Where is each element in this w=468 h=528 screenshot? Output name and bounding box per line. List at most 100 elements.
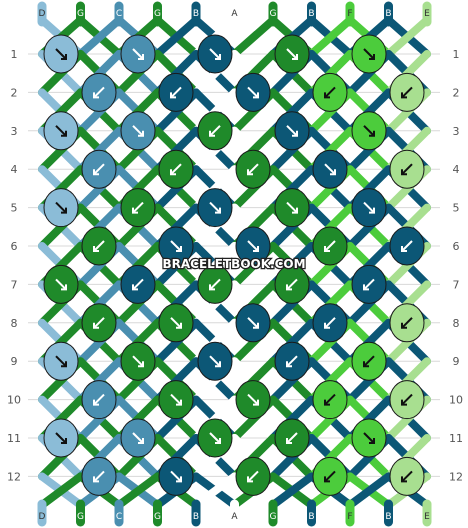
strand-label-top: B <box>385 9 391 19</box>
knot-arrow-head <box>286 361 292 368</box>
row-label: 3 <box>11 125 18 138</box>
knot-arrow-head <box>93 92 99 99</box>
knot-arrow-icon <box>324 163 336 175</box>
knot <box>235 72 271 112</box>
knot-arrow-icon <box>55 48 67 60</box>
row-label: 11 <box>7 432 21 445</box>
knot-arrow-icon <box>286 432 298 444</box>
knot-arrow-icon <box>363 355 375 367</box>
row-label: 1 <box>453 48 460 61</box>
knot <box>43 418 79 458</box>
knot-arrow-head <box>363 361 369 368</box>
row-label: 8 <box>453 317 460 330</box>
knot-arrow-head <box>369 207 375 214</box>
knot-arrow-icon <box>55 278 67 291</box>
row-label: 7 <box>11 278 18 291</box>
strand-segment <box>38 472 85 509</box>
knot <box>235 303 271 343</box>
knot-arrow-icon <box>286 278 298 291</box>
row-label: 4 <box>453 163 460 176</box>
knot-arrow-head <box>93 169 99 176</box>
strand-label-bottom: G <box>77 512 84 522</box>
knot-arrow-icon <box>247 86 259 99</box>
knot <box>197 34 233 74</box>
knot-arrow-head <box>253 322 259 329</box>
knot-arrow-head <box>292 130 298 137</box>
knot-arrow-icon <box>363 48 375 60</box>
knot-arrow-head <box>176 476 182 483</box>
knot <box>274 341 310 381</box>
knot <box>235 380 271 420</box>
knot-arrow-head <box>286 284 292 291</box>
knot-arrow-head <box>215 361 221 368</box>
knot <box>235 149 271 189</box>
knot <box>120 264 156 304</box>
knot-arrow-icon <box>363 432 375 444</box>
knot-arrow-icon <box>93 470 105 483</box>
knot-arrow-icon <box>247 470 259 483</box>
knot-arrow-icon <box>363 125 375 137</box>
knot-arrow-icon <box>324 317 336 329</box>
knot-arrow-icon <box>324 240 336 252</box>
knot-arrow-icon <box>247 163 259 175</box>
knot-arrow-icon <box>401 163 413 175</box>
knot-arrow-icon <box>170 86 182 99</box>
strand-label-bottom: D <box>39 512 46 522</box>
knot <box>197 264 233 304</box>
watermark-text: BRACELETBOOK.COM <box>162 257 305 271</box>
knot <box>389 380 425 420</box>
strand-segment <box>346 472 393 509</box>
knot-arrow-head <box>61 130 67 137</box>
knot-arrow-head <box>215 207 221 214</box>
knot <box>120 341 156 381</box>
row-label: 12 <box>7 470 21 483</box>
knot-arrow-icon <box>170 470 182 483</box>
row-label: 1 <box>11 48 18 61</box>
knot <box>120 188 156 228</box>
knot-arrow-head <box>61 207 67 214</box>
knot <box>389 226 425 266</box>
knot-arrow-head <box>292 207 298 214</box>
knot <box>43 341 79 381</box>
row-label: 12 <box>449 470 463 483</box>
knot-arrow-icon <box>401 240 413 252</box>
knot <box>351 418 387 458</box>
knot <box>158 380 194 420</box>
strand-segment <box>269 472 316 509</box>
knot-arrow-head <box>209 130 215 137</box>
knot-arrow-head <box>369 130 375 137</box>
knot-arrow-head <box>138 54 144 60</box>
strand-label-bottom: B <box>193 512 199 522</box>
knot-arrow-head <box>363 284 369 291</box>
knot-arrow-head <box>215 54 221 60</box>
knot-arrow-icon <box>247 240 259 252</box>
knot <box>43 188 79 228</box>
knot <box>389 149 425 189</box>
strand-label-bottom: A <box>231 512 238 522</box>
knot-arrow-icon <box>55 201 67 214</box>
knot <box>197 418 233 458</box>
knot <box>274 188 310 228</box>
knot-arrow-icon <box>247 317 259 329</box>
knot-arrow-head <box>401 476 407 483</box>
knot-arrow-head <box>215 438 221 444</box>
knot-arrow-icon <box>55 355 67 367</box>
knot-arrow-icon <box>324 86 336 99</box>
knot-arrow-head <box>324 92 330 99</box>
knot <box>158 456 194 496</box>
knot <box>351 341 387 381</box>
knot-arrow-head <box>369 54 375 60</box>
strand-label-top: B <box>193 9 199 19</box>
knot <box>312 149 348 189</box>
knot <box>81 149 117 189</box>
strand-label-top: A <box>231 9 238 19</box>
knot-arrow-head <box>61 284 67 291</box>
strand-segment <box>192 472 239 509</box>
row-label: 9 <box>453 355 460 368</box>
knot-arrow-head <box>209 284 215 291</box>
knot-arrow-icon <box>132 278 144 291</box>
knot-arrow-head <box>330 169 336 176</box>
